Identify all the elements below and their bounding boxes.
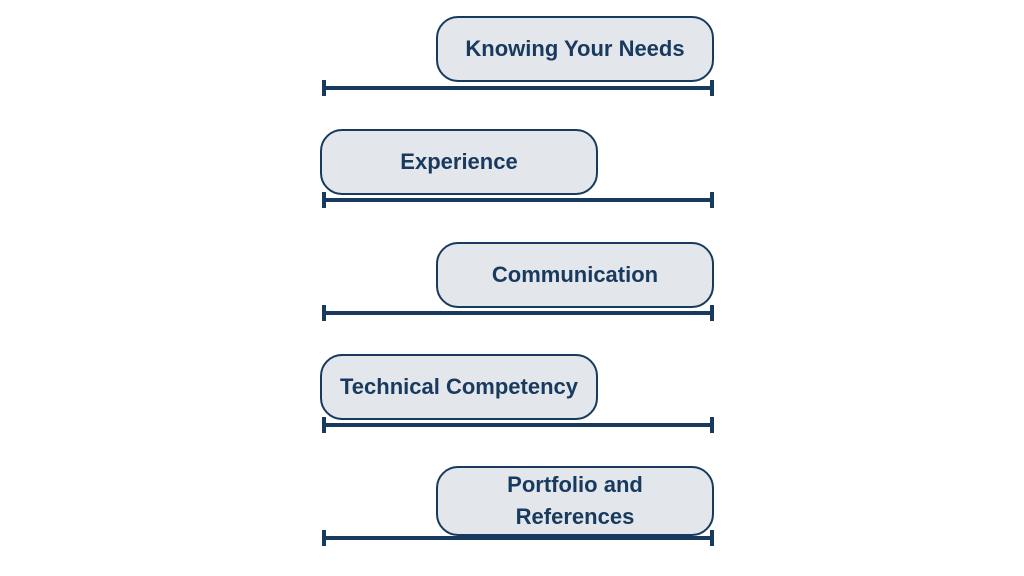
timeline-bar [322,86,714,90]
timeline-tick-left [322,80,326,96]
timeline-tick-right [710,417,714,433]
factor-label: Knowing Your Needs [465,36,685,61]
timeline-bar [322,423,714,427]
timeline-bar [322,536,714,540]
factor-box: Experience [320,129,598,195]
timeline-tick-right [710,80,714,96]
timeline-tick-left [322,192,326,208]
factor-row-portfolio-and-references: Portfolio and References [318,466,718,566]
factor-box: Knowing Your Needs [436,16,714,82]
factor-label: Communication [491,262,659,287]
timeline-bar [322,198,714,202]
timeline-tick-right [710,530,714,546]
timeline-tick-left [322,530,326,546]
factor-label: Portfolio and References [507,472,643,529]
factor-row-experience: Experience [318,129,718,229]
factor-label: Experience [400,149,518,174]
timeline-bar [322,311,714,315]
timeline-tick-left [322,305,326,321]
factor-label: Technical Competency [340,374,578,399]
timeline-tick-left [322,417,326,433]
factor-row-communication: Communication [318,242,718,342]
factor-box: Portfolio and References [436,466,714,536]
timeline-tick-right [710,305,714,321]
factor-box: Technical Competency [320,354,598,420]
factor-box: Communication [436,242,714,308]
factor-row-technical-competency: Technical Competency [318,354,718,454]
timeline-tick-right [710,192,714,208]
factor-row-knowing-your-needs: Knowing Your Needs [318,16,718,116]
